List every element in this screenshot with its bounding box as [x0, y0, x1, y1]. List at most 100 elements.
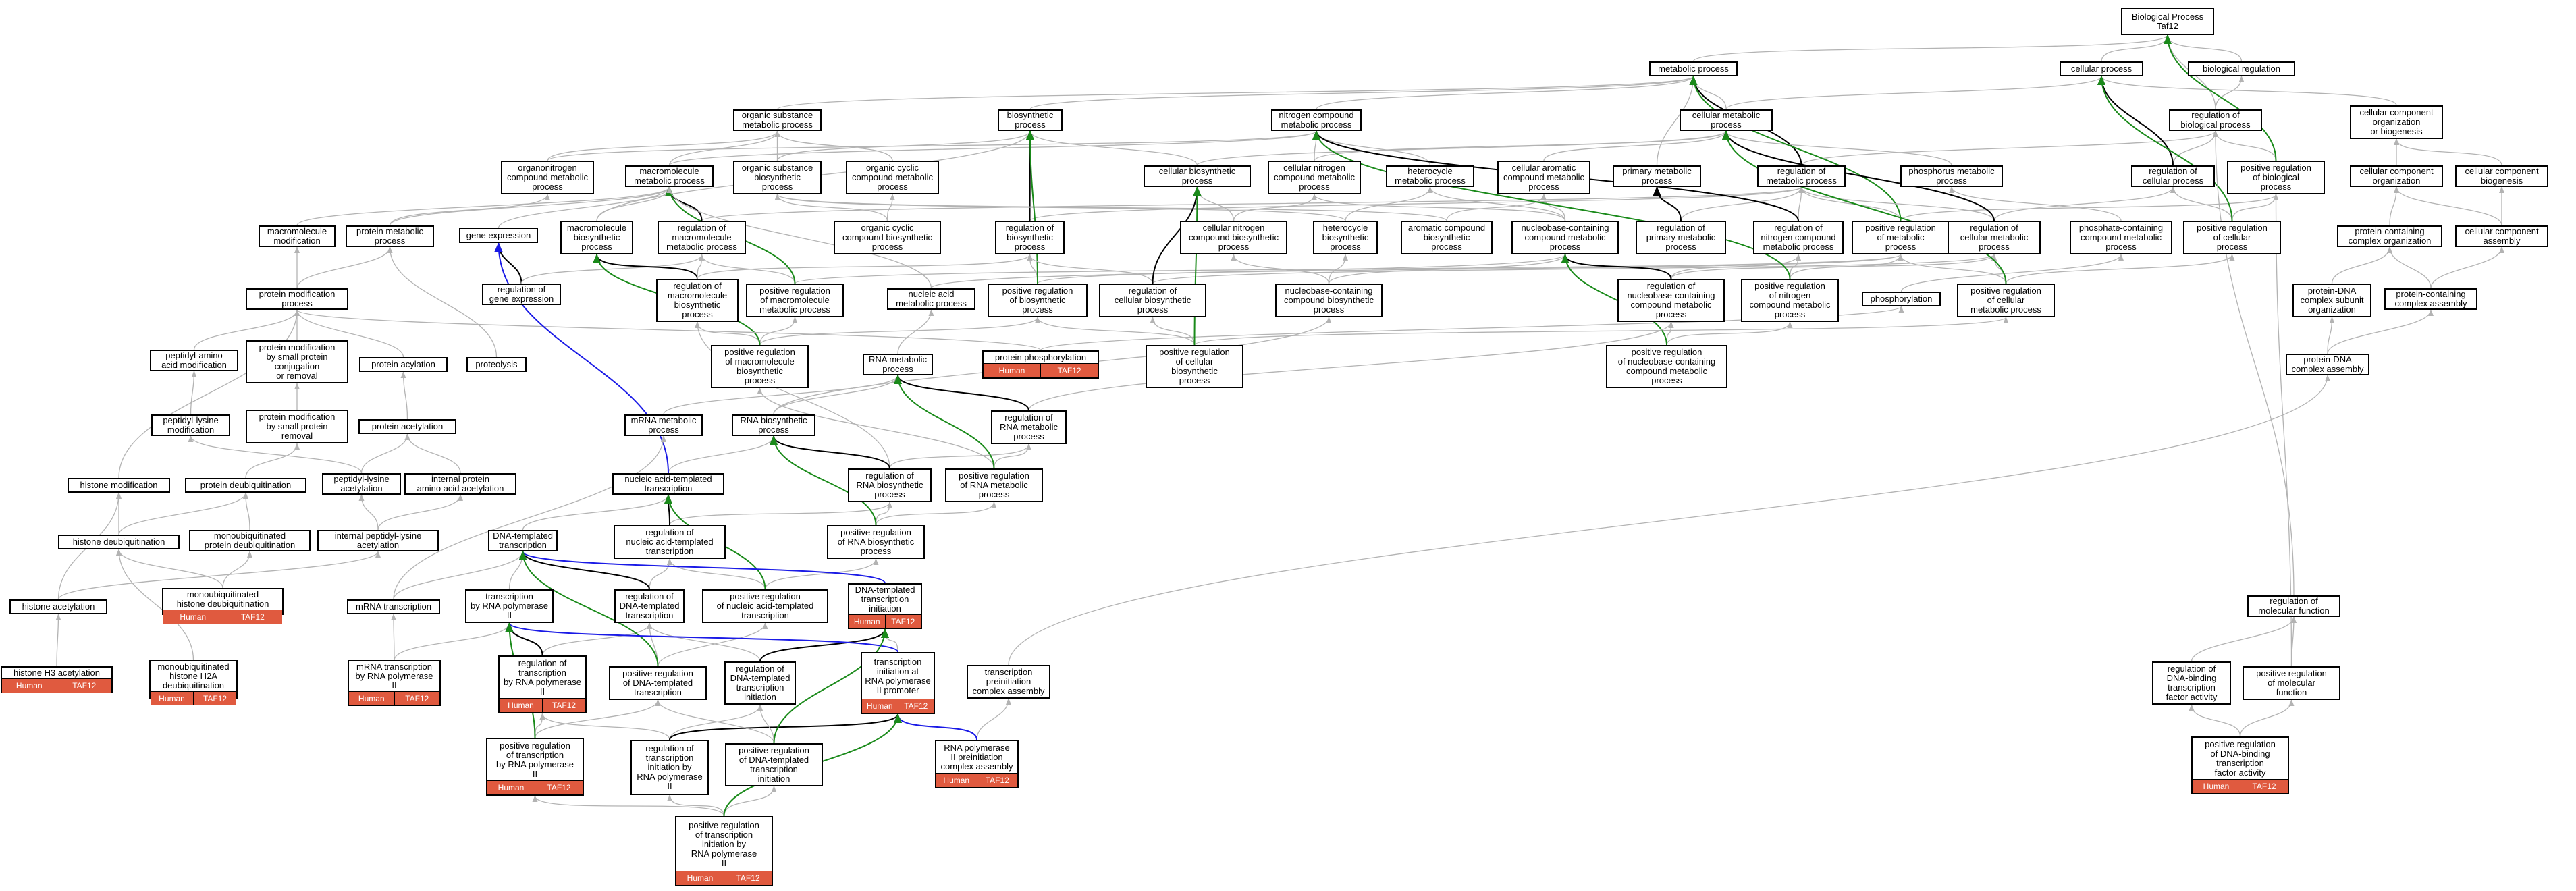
go-term-proteolysis[interactable]: proteolysis [466, 357, 527, 372]
go-term-protein-acetylation[interactable]: protein acetylation [358, 419, 456, 434]
go-term-protein-deubiquitination[interactable]: protein deubiquitination [185, 478, 306, 493]
go-term-cellular-process[interactable]: cellular process [2060, 61, 2143, 76]
go-term-phosphorylation[interactable]: phosphorylation [1862, 292, 1941, 306]
go-term-protein-acylation[interactable]: protein acylation [359, 357, 448, 372]
go-term-histone-modification[interactable]: histone modification [68, 478, 170, 493]
go-term-histone-acetylation[interactable]: histone acetylation [9, 599, 107, 614]
go-term-gene-expression[interactable]: gene expression [459, 228, 538, 243]
go-term-biological-regulation[interactable]: biological regulation [2188, 61, 2295, 76]
go-term-histone-deubiquitination[interactable]: histone deubiquitination [58, 535, 180, 549]
